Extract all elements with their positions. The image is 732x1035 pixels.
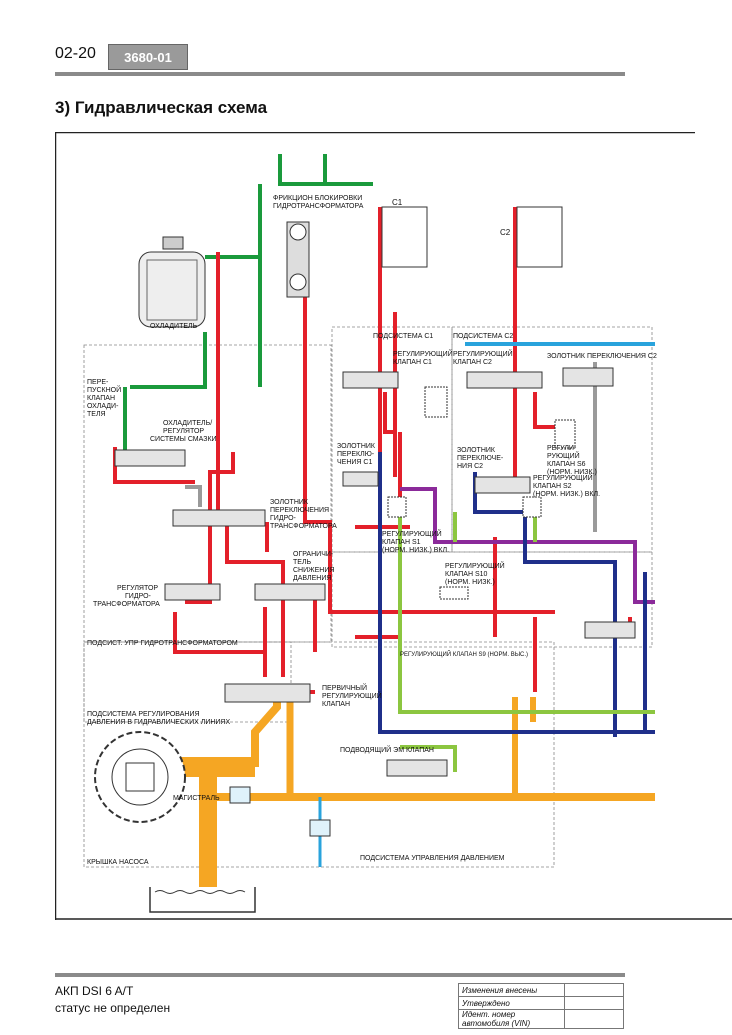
label-shift-c2b-3: НИЯ C2 bbox=[457, 463, 483, 470]
diagram-frame bbox=[55, 132, 732, 920]
pump-icon bbox=[94, 731, 186, 823]
label-cool-lube-2: РЕГУЛЯТОР bbox=[163, 428, 204, 435]
label-cool-lube-3: СИСТЕМЫ СМАЗКИ bbox=[150, 436, 217, 443]
label-reg-valve-c1-1: РЕГУЛИРУЮЩИЙ bbox=[393, 349, 453, 358]
gray-lines bbox=[185, 362, 597, 532]
approval-label: Изменения внесены bbox=[458, 983, 565, 997]
hydraulic-diagram: ОХЛАДИТЕЛЬ ФРИКЦИОН БЛОКИРОВКИ ГИДРОТРАН… bbox=[55, 132, 732, 920]
label-valve-s6-1: РЕГУЛИ- bbox=[547, 445, 577, 452]
document-code-badge: 3680-01 bbox=[108, 44, 188, 70]
label-valve-s1-1: РЕГУЛИРУЮЩИЙ bbox=[382, 529, 442, 538]
label-bypass-3: КЛАПАН bbox=[87, 395, 115, 402]
transmission-model: АКП DSI 6 A/T bbox=[55, 984, 134, 998]
label-valve-s2-1: РЕГУЛИРУЮЩИЙ bbox=[533, 473, 593, 482]
label-valve-s10-3: (НОРМ. НИЗК.) bbox=[445, 579, 495, 586]
label-cool-lube-1: ОХЛАДИТЕЛЬ/ bbox=[163, 420, 212, 427]
green-lines bbox=[123, 154, 373, 452]
label-bypass-5: ТЕЛЯ bbox=[87, 411, 106, 418]
solenoid-boxes bbox=[387, 386, 576, 600]
label-tc-shift-1: ЗОЛОТНИК bbox=[270, 499, 309, 506]
label-cooler: ОХЛАДИТЕЛЬ bbox=[150, 323, 198, 330]
approval-label: Идент. номер автомобиля (VIN) bbox=[458, 1009, 565, 1029]
label-shift-c2b-1: ЗОЛОТНИК bbox=[457, 447, 496, 454]
approval-value bbox=[564, 1009, 624, 1029]
label-subsystem-c2: ПОДСИСТЕМА C2 bbox=[453, 333, 513, 340]
label-lockup-clutch-2: ГИДРОТРАНСФОРМАТОРА bbox=[273, 203, 364, 210]
label-valve-s10-2: КЛАПАН S10 bbox=[445, 571, 488, 578]
label-tc-shift-2: ПЕРЕКЛЮЧЕНИЯ bbox=[270, 507, 329, 514]
label-shift-c1-2: ПЕРЕКЛЮ- bbox=[337, 451, 375, 458]
approval-row: Изменения внесены bbox=[458, 983, 624, 997]
diagram-labels: ОХЛАДИТЕЛЬ ФРИКЦИОН БЛОКИРОВКИ ГИДРОТРАН… bbox=[87, 195, 657, 866]
cooler-icon bbox=[138, 236, 206, 328]
label-reg-valve-c2-2: КЛАПАН C2 bbox=[453, 359, 492, 366]
approval-value bbox=[564, 983, 624, 997]
header-rule bbox=[55, 72, 625, 76]
label-shift-c1-1: ЗОЛОТНИК bbox=[337, 443, 376, 450]
label-shift-c1-3: ЧЕНИЯ C1 bbox=[337, 459, 372, 466]
label-valve-s6-3: КЛАПАН S6 bbox=[547, 461, 586, 468]
label-tc-reg-2: ГИДРО- bbox=[125, 593, 152, 600]
lime-lines bbox=[398, 512, 655, 772]
label-reg-valve-c1-2: КЛАПАН C1 bbox=[393, 359, 432, 366]
label-tc-shift-4: ТРАНСФОРМАТОРА bbox=[270, 523, 337, 530]
label-limiter-1: ОГРАНИЧИ- bbox=[293, 551, 334, 558]
label-valve-s6-2: РУЮЩИЙ bbox=[547, 451, 580, 460]
label-valve-s9: РЕГУЛИРУЮЩИЙ КЛАПАН S9 (НОРМ. ВЫС.) bbox=[400, 650, 528, 658]
clutch-c2-icon bbox=[516, 206, 563, 268]
label-subsystem-c1: ПОДСИСТЕМА C1 bbox=[373, 333, 433, 340]
label-bypass-1: ПЕРЕ- bbox=[87, 379, 109, 386]
label-pressure-subsystem: ПОДСИСТЕМА УПРАВЛЕНИЯ ДАВЛЕНИЕМ bbox=[360, 855, 505, 862]
label-shift-c2: ЗОЛОТНИК ПЕРЕКЛЮЧЕНИЯ C2 bbox=[547, 353, 657, 360]
filter-icons bbox=[229, 786, 331, 837]
approval-row: Утверждено bbox=[458, 996, 624, 1010]
lockup-clutch-icon bbox=[286, 221, 310, 298]
label-tc-reg-1: РЕГУЛЯТОР bbox=[117, 585, 158, 592]
label-c2: C2 bbox=[500, 228, 511, 237]
label-line-pressure-1: ПОДСИСТЕМА РЕГУЛИРОВАНИЯ bbox=[87, 711, 200, 718]
label-c1: C1 bbox=[392, 198, 403, 207]
document-status: статус не определен bbox=[55, 1001, 171, 1015]
label-pump-cover: КРЫШКА НАСОСА bbox=[87, 859, 149, 866]
clutch-c1-icon bbox=[381, 206, 428, 268]
footer-rule bbox=[55, 973, 625, 977]
label-bypass-4: ОХЛАДИ- bbox=[87, 403, 119, 410]
label-tc-reg-3: ТРАНСФОРМАТОРА bbox=[93, 601, 160, 608]
approval-label: Утверждено bbox=[458, 996, 565, 1010]
label-shift-c2b-2: ПЕРЕКЛЮЧЕ- bbox=[457, 455, 504, 462]
label-valve-s2-3: (НОРМ. НИЗК.) ВКЛ. bbox=[533, 491, 600, 498]
approval-row: Идент. номер автомобиля (VIN) bbox=[458, 1009, 624, 1029]
label-primary-2: РЕГУЛИРУЮЩИЙ bbox=[322, 691, 382, 700]
label-limiter-4: ДАВЛЕНИЯ bbox=[293, 575, 331, 582]
label-limiter-3: СНИЖЕНИЯ bbox=[293, 567, 334, 574]
label-supply-valve: ПОДВОДЯЩИЙ ЭМ КЛАПАН bbox=[340, 745, 434, 754]
label-primary-1: ПЕРВИЧНЫЙ bbox=[322, 683, 367, 692]
page-number: 02-20 bbox=[55, 45, 96, 62]
label-valve-s10-1: РЕГУЛИРУЮЩИЙ bbox=[445, 561, 505, 570]
label-limiter-2: ТЕЛЬ bbox=[293, 559, 312, 566]
label-valve-s1-2: КЛАПАН S1 bbox=[382, 539, 421, 546]
label-tc-subsystem: ПОДСИСТ. УПР ГИДРОТРАНСФОРМАТОРОМ bbox=[87, 640, 238, 647]
approval-table: Изменения внесены Утверждено Идент. номе… bbox=[458, 983, 624, 1029]
approval-value bbox=[564, 996, 624, 1010]
label-main-line: МАГИСТРАЛЬ bbox=[173, 795, 220, 802]
label-valve-s1-3: (НОРМ. НИЗК.) ВКЛ. bbox=[382, 547, 449, 554]
sump-icon bbox=[149, 887, 256, 913]
navy-lines bbox=[378, 452, 655, 737]
label-lockup-clutch-1: ФРИКЦИОН БЛОКИРОВКИ bbox=[273, 195, 362, 202]
label-line-pressure-2: ДАВЛЕНИЯ В ГИДРАВЛИЧЕСКИХ ЛИНИЯХ bbox=[87, 719, 230, 726]
label-primary-3: КЛАПАН bbox=[322, 701, 350, 708]
label-bypass-2: ПУСКНОЙ bbox=[87, 385, 121, 394]
label-reg-valve-c2-1: РЕГУЛИРУЮЩИЙ bbox=[453, 349, 513, 358]
label-valve-s2-2: КЛАПАН S2 bbox=[533, 483, 572, 490]
valve-bodies bbox=[114, 367, 636, 777]
section-title: 3) Гидравлическая схема bbox=[55, 98, 268, 117]
footer-info: АКП DSI 6 A/T статус не определен bbox=[55, 983, 170, 1017]
label-valve-s6-4: (НОРМ. НИЗК.) bbox=[547, 469, 597, 476]
label-tc-shift-3: ГИДРО- bbox=[270, 515, 297, 522]
